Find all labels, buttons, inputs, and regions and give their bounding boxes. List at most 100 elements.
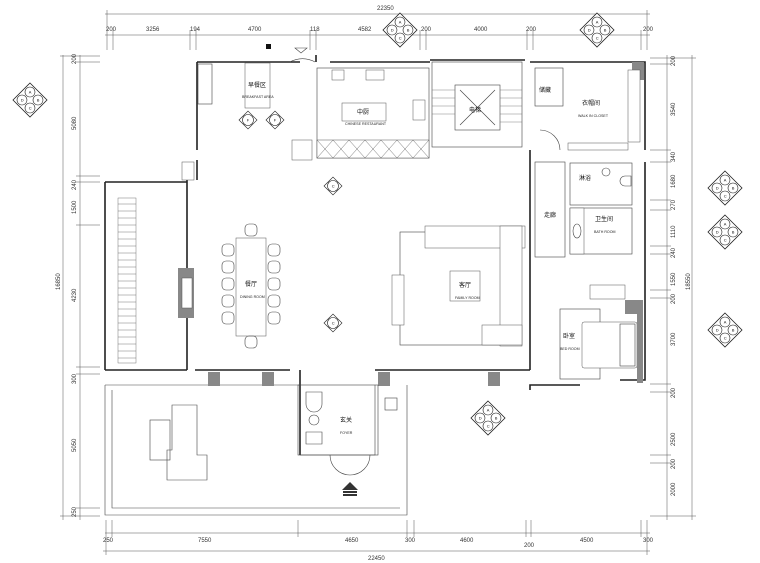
room-label-en: FAMILY ROOM bbox=[455, 296, 480, 300]
dim-top: 4582 bbox=[358, 27, 372, 33]
marker-label: C bbox=[29, 106, 32, 111]
room-label: 客厅 bbox=[459, 281, 471, 289]
room-label: 储藏 bbox=[539, 86, 551, 94]
marker-label: A bbox=[487, 408, 490, 413]
marker-label: D bbox=[588, 28, 591, 33]
room-label: 衣帽间 bbox=[582, 99, 600, 107]
dim-top: 4000 bbox=[474, 27, 488, 33]
room-label: 卧室 bbox=[563, 332, 575, 340]
top-dimensions bbox=[105, 10, 650, 50]
dim-top: 4700 bbox=[248, 27, 262, 33]
family-room: 客厅 FAMILY ROOM bbox=[391, 225, 526, 347]
left-dim-labels: 200 5080 240 1500 4230 300 5050 250 1685… bbox=[56, 53, 78, 517]
dim-top: 200 bbox=[526, 27, 537, 33]
terrace bbox=[149, 404, 208, 481]
marker-label: A bbox=[29, 90, 32, 95]
marker-label: C bbox=[724, 336, 727, 341]
dim-left: 5080 bbox=[72, 116, 78, 130]
bed bbox=[581, 321, 638, 369]
dim-left: 4230 bbox=[72, 288, 78, 302]
marker-label: D bbox=[716, 328, 719, 333]
dim-left: 250 bbox=[72, 506, 78, 517]
section-marker-icon: C bbox=[323, 176, 343, 196]
marker-label: B bbox=[732, 230, 735, 235]
marker-label: A bbox=[399, 20, 402, 25]
section-marker-icon: F bbox=[265, 110, 285, 130]
dim-bottom: 300 bbox=[405, 538, 416, 544]
marker-label: B bbox=[732, 186, 735, 191]
room-label-en: CHINESE RESTAURANT bbox=[345, 122, 387, 126]
marker-label: C bbox=[399, 36, 402, 41]
marker-label: D bbox=[479, 416, 482, 421]
dim-right: 3700 bbox=[671, 332, 677, 346]
breakfast-counter bbox=[244, 62, 271, 109]
marker-label: C bbox=[724, 238, 727, 243]
column bbox=[197, 63, 213, 105]
left-stair bbox=[117, 197, 137, 364]
dim-right: 2000 bbox=[671, 482, 677, 496]
walk-in-closet: 储藏 衣帽间 WALK IN CLOSET bbox=[534, 67, 641, 151]
dim-right: 200 bbox=[671, 387, 677, 398]
dim-right: 200 bbox=[671, 55, 677, 66]
dim-right: 270 bbox=[671, 199, 677, 210]
marker-label: F bbox=[274, 118, 277, 123]
section-marker-icon: C bbox=[323, 313, 343, 333]
marker-label: A bbox=[724, 222, 727, 227]
dim-bottom: 200 bbox=[524, 543, 535, 549]
dim-top: 118 bbox=[310, 27, 320, 33]
marker-label: A bbox=[724, 320, 727, 325]
walls bbox=[104, 44, 646, 516]
dining-chair bbox=[244, 335, 258, 349]
dim-bottom: 4650 bbox=[345, 538, 359, 544]
marker-label: D bbox=[716, 186, 719, 191]
dining-chair bbox=[221, 260, 235, 274]
dim-left: 240 bbox=[72, 179, 78, 190]
dining-chair bbox=[221, 243, 235, 257]
room-label: 中厨 bbox=[357, 108, 369, 116]
dim-right: 3540 bbox=[671, 102, 677, 116]
dim-right-total: 18550 bbox=[686, 273, 692, 290]
marker-label: F bbox=[247, 118, 250, 123]
dim-left: 300 bbox=[72, 373, 78, 384]
marker-label: D bbox=[391, 28, 394, 33]
dim-top: 200 bbox=[106, 27, 117, 33]
room-label-en: BREAKFAST AREA bbox=[242, 95, 274, 99]
room-label: 电梯 bbox=[469, 106, 481, 114]
kitchen: 中厨 CHINESE RESTAURANT bbox=[291, 67, 430, 161]
room-label-en: BATH ROOM bbox=[594, 230, 616, 234]
room-label-en: DINING ROOM bbox=[240, 295, 265, 299]
left-dimensions bbox=[60, 55, 100, 520]
marker-label: C bbox=[724, 194, 727, 199]
marker-label: B bbox=[407, 28, 410, 33]
dining-chair bbox=[267, 294, 281, 308]
dining-chair bbox=[267, 260, 281, 274]
dim-left: 1500 bbox=[72, 200, 78, 214]
room-label: 餐厅 bbox=[245, 280, 257, 288]
dim-bottom: 300 bbox=[643, 538, 654, 544]
dim-right: 200 bbox=[671, 458, 677, 469]
right-dimensions bbox=[650, 55, 696, 520]
dim-top: 194 bbox=[190, 27, 201, 33]
bottom-dimensions bbox=[103, 520, 650, 555]
marker-label: D bbox=[21, 98, 24, 103]
marker-label: B bbox=[37, 98, 40, 103]
marker-label: A bbox=[596, 20, 599, 25]
sofa bbox=[499, 225, 523, 347]
marker-label: B bbox=[604, 28, 607, 33]
room-label-en: BED ROOM bbox=[560, 347, 580, 351]
room-label: 卫生间 bbox=[595, 215, 613, 223]
dim-top: 3256 bbox=[146, 27, 160, 33]
dim-right: 1680 bbox=[671, 174, 677, 188]
dining-chair bbox=[244, 223, 258, 237]
entrance-arrow-icon bbox=[342, 482, 358, 490]
marker-label: B bbox=[732, 328, 735, 333]
dim-top: 200 bbox=[643, 27, 654, 33]
dim-left: 5050 bbox=[72, 438, 78, 452]
room-label-en: FOYER bbox=[340, 431, 353, 435]
